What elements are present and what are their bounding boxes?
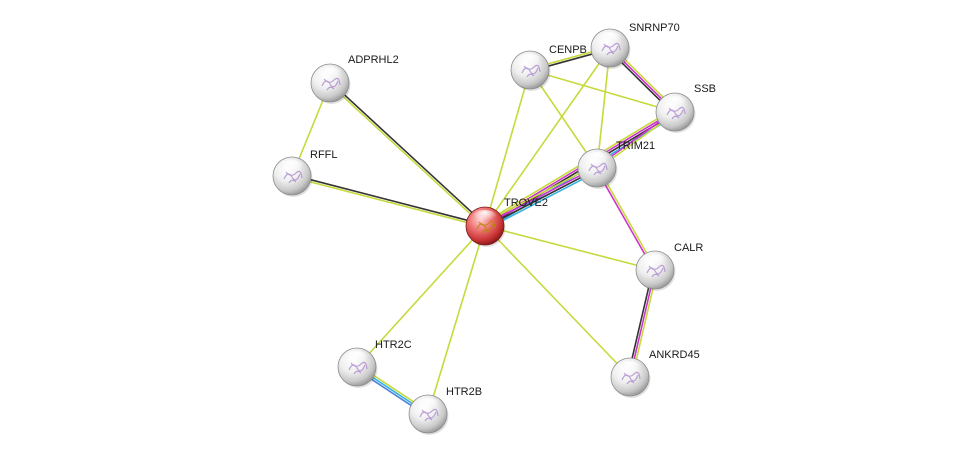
node-label-ssb: SSB <box>694 83 716 95</box>
node-snrnp70[interactable]: SNRNP70 <box>590 22 680 69</box>
node-highlight <box>663 96 687 110</box>
edge-trove2-rffl <box>290 174 487 228</box>
edge-line-coexpression <box>291 174 487 226</box>
node-htr2c[interactable]: HTR2C <box>337 339 412 388</box>
node-ssb[interactable]: SSB <box>655 83 716 133</box>
edge-snrnp70-trim21 <box>596 47 611 169</box>
node-highlight <box>345 351 369 365</box>
edge-trove2-ankrd45 <box>484 225 631 378</box>
node-cenpb[interactable]: CENPB <box>510 44 587 91</box>
node-label-trove2: TROVE2 <box>504 197 548 209</box>
node-highlight <box>280 160 304 174</box>
node-highlight <box>416 398 440 412</box>
node-highlight <box>585 152 609 166</box>
node-highlight <box>643 254 667 268</box>
edges-layer <box>290 45 678 417</box>
node-trove2[interactable]: TROVE2 <box>465 197 548 247</box>
edge-line-textmining <box>427 225 486 415</box>
node-highlight <box>518 54 542 68</box>
node-label-htr2c: HTR2C <box>375 339 412 351</box>
node-highlight <box>473 210 497 224</box>
node-ankrd45[interactable]: ANKRD45 <box>610 349 700 398</box>
edge-line-coexpression <box>329 81 487 226</box>
edge-line-textmining <box>484 225 631 378</box>
edge-line-textmining <box>597 166 657 271</box>
edge-trove2-trim21 <box>482 164 600 230</box>
node-calr[interactable]: CALR <box>635 242 703 291</box>
edge-cenpb-trim21 <box>529 69 598 169</box>
node-label-trim21: TRIM21 <box>616 140 655 152</box>
node-trim21[interactable]: TRIM21 <box>577 140 655 189</box>
node-highlight <box>318 67 342 81</box>
node-htr2b[interactable]: HTR2B <box>408 386 482 435</box>
edge-line-textmining <box>484 47 611 227</box>
edge-line-textmining <box>328 83 486 228</box>
edge-line-coexpression <box>484 168 599 228</box>
edge-trove2-snrnp70 <box>484 47 611 227</box>
node-label-htr2b: HTR2B <box>446 386 482 398</box>
node-highlight <box>618 361 642 375</box>
node-label-rffl: RFFL <box>310 149 338 161</box>
edge-trove2-cenpb <box>484 69 531 227</box>
edge-line-experimental <box>595 167 655 272</box>
edge-trim21-calr <box>595 166 657 272</box>
edge-line-textmining <box>290 176 486 228</box>
edge-trove2-htr2c <box>356 225 486 368</box>
node-label-ankrd45: ANKRD45 <box>649 349 700 361</box>
node-label-snrnp70: SNRNP70 <box>629 22 680 34</box>
edge-trove2-htr2b <box>427 225 486 415</box>
node-label-adprhl2: ADPRHL2 <box>348 54 399 66</box>
node-rffl[interactable]: RFFL <box>272 149 338 197</box>
edge-line-textmining <box>482 164 597 224</box>
edge-trove2-adprhl2 <box>328 81 487 228</box>
edge-line-textmining <box>529 69 598 169</box>
edge-cenpb-ssb <box>529 69 676 113</box>
edge-trove2-calr <box>484 225 656 271</box>
node-highlight <box>598 32 622 46</box>
edge-line-textmining <box>529 69 676 113</box>
node-adprhl2[interactable]: ADPRHL2 <box>310 54 399 104</box>
node-label-calr: CALR <box>674 242 703 254</box>
edge-line-textmining <box>596 47 611 169</box>
edge-line-textmining <box>484 69 531 227</box>
edge-line-database <box>485 170 600 230</box>
edge-line-textmining <box>484 225 656 271</box>
node-label-cenpb: CENPB <box>549 44 587 56</box>
edge-line-experimental <box>483 166 598 226</box>
edge-line-textmining <box>356 225 486 368</box>
